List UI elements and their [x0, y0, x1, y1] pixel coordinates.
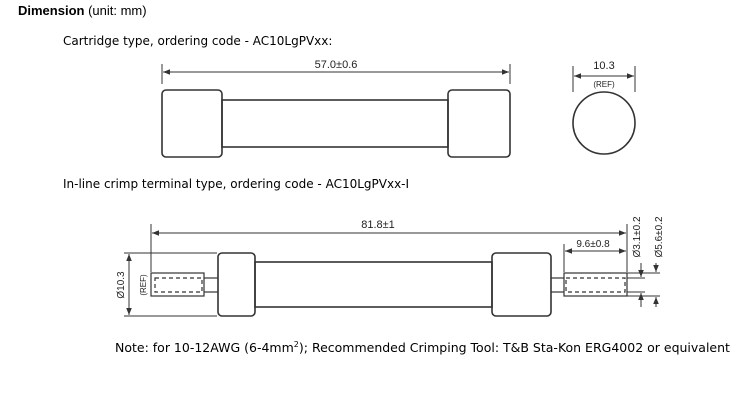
cartridge-diameter-label: 10.3 [593, 60, 614, 72]
cartridge-length-label: 57.0±0.6 [315, 59, 358, 71]
inline-fuse [217, 252, 552, 317]
cartridge-type-title: Cartridge type, ordering code - AC10LgPV… [63, 34, 333, 48]
inline-terminal-length-label: 9.6±0.8 [576, 239, 610, 250]
cartridge-body [221, 99, 449, 148]
inline-right-terminal [551, 272, 628, 297]
cartridge-length-dimension [161, 64, 511, 84]
inline-inner-diameter-label: Ø3.1±0.2 [632, 216, 643, 258]
cartridge-right-cap [447, 89, 511, 158]
inline-left-diameter-dimension [124, 252, 217, 317]
inline-terminal-dimension [563, 244, 626, 272]
inline-diameter-label: Ø10.3 [116, 271, 127, 299]
inline-length-label: 81.8±1 [361, 219, 395, 231]
inline-ref-label: (REF) [139, 274, 148, 296]
dimension-heading: Dimension (unit: mm) [18, 3, 147, 18]
inline-type-title: In-line crimp terminal type, ordering co… [63, 177, 410, 191]
cartridge-fuse [161, 89, 511, 158]
inline-length-dimension [150, 224, 628, 272]
inline-right-cap [491, 252, 552, 317]
crimping-note: Note: for 10-12AWG (6-4mm2); Recommended… [115, 340, 730, 356]
inline-body [254, 261, 493, 308]
cartridge-left-cap [161, 89, 223, 158]
inline-left-cap [217, 252, 256, 317]
inline-left-terminal [150, 272, 218, 297]
cartridge-ref-label: (REF) [593, 80, 615, 89]
inline-outer-diameter-label: Ø5.6±0.2 [654, 216, 665, 258]
inline-right-diameter-dimensions [627, 263, 660, 307]
cartridge-end-view [572, 91, 636, 155]
cartridge-diameter-dimension [572, 66, 636, 92]
